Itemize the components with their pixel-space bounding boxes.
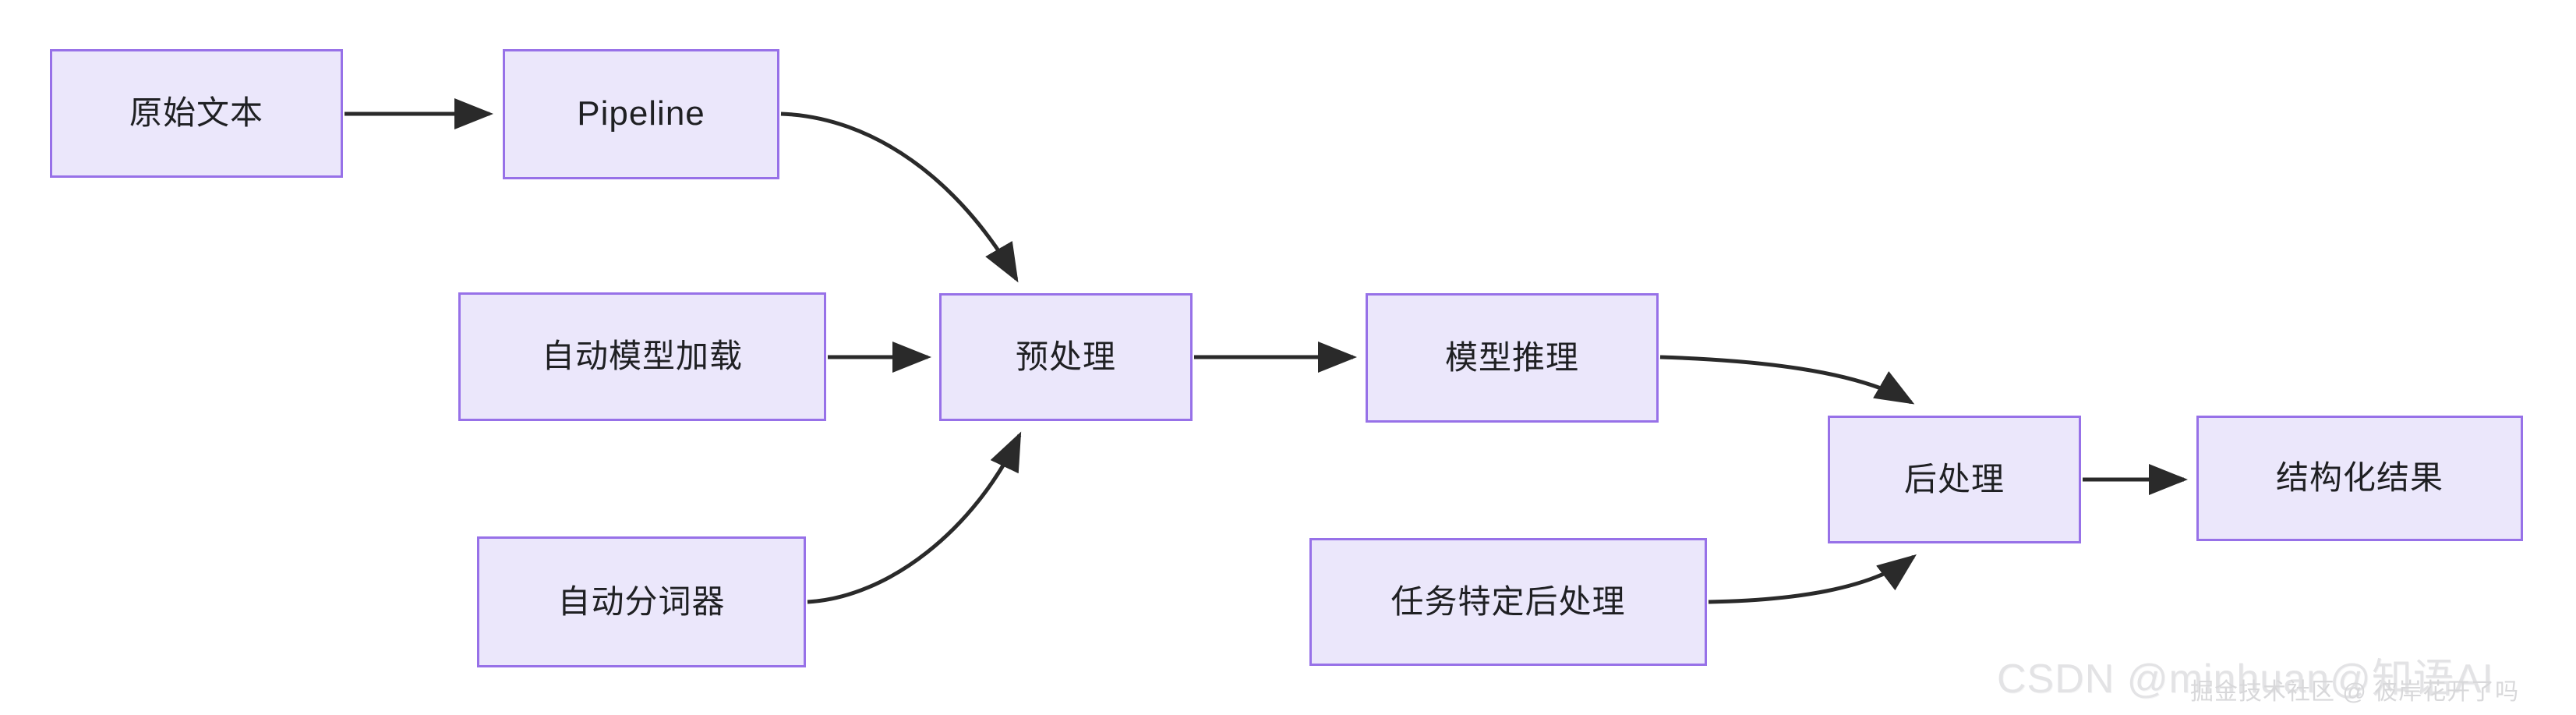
node-postprocess[interactable]: 后处理: [1828, 416, 2081, 543]
node-label-pipeline: Pipeline: [577, 94, 705, 133]
node-label-postprocess: 后处理: [1903, 460, 2005, 497]
node-pipeline[interactable]: Pipeline: [503, 49, 779, 179]
node-preprocess[interactable]: 预处理: [939, 293, 1193, 421]
node-auto-tokenizer[interactable]: 自动分词器: [477, 536, 806, 667]
node-label-auto-tokenizer: 自动分词器: [557, 582, 726, 620]
node-label-structured-result: 结构化结果: [2275, 459, 2443, 497]
node-task-specific-postprocess[interactable]: 任务特定后处理: [1309, 538, 1707, 666]
node-label-auto-model-loading: 自动模型加载: [541, 338, 743, 375]
node-label-task-specific-postprocess: 任务特定后处理: [1390, 582, 1626, 620]
edge-task-postproc-to-postprocess: [1708, 554, 1917, 604]
edge-model-inference-to-postprocess: [1659, 355, 1915, 405]
node-label-preprocess: 预处理: [1015, 338, 1116, 375]
node-model-inference[interactable]: 模型推理: [1366, 293, 1659, 423]
node-label-model-inference: 模型推理: [1444, 338, 1579, 376]
juejin-watermark: 掘金技术社区 @ 彼岸花开了吗: [2190, 679, 2520, 705]
csdn-watermark: CSDN @minhuan@知语AI: [1997, 657, 2494, 702]
node-auto-model-loading[interactable]: 自动模型加载: [458, 292, 826, 421]
node-raw-text[interactable]: 原始文本: [50, 49, 343, 178]
edge-auto-tokenizer-to-preprocess: [807, 431, 1022, 604]
node-label-raw-text: 原始文本: [129, 94, 263, 132]
node-structured-result[interactable]: 结构化结果: [2196, 416, 2523, 541]
edge-pipeline-to-preprocess: [780, 111, 1019, 283]
